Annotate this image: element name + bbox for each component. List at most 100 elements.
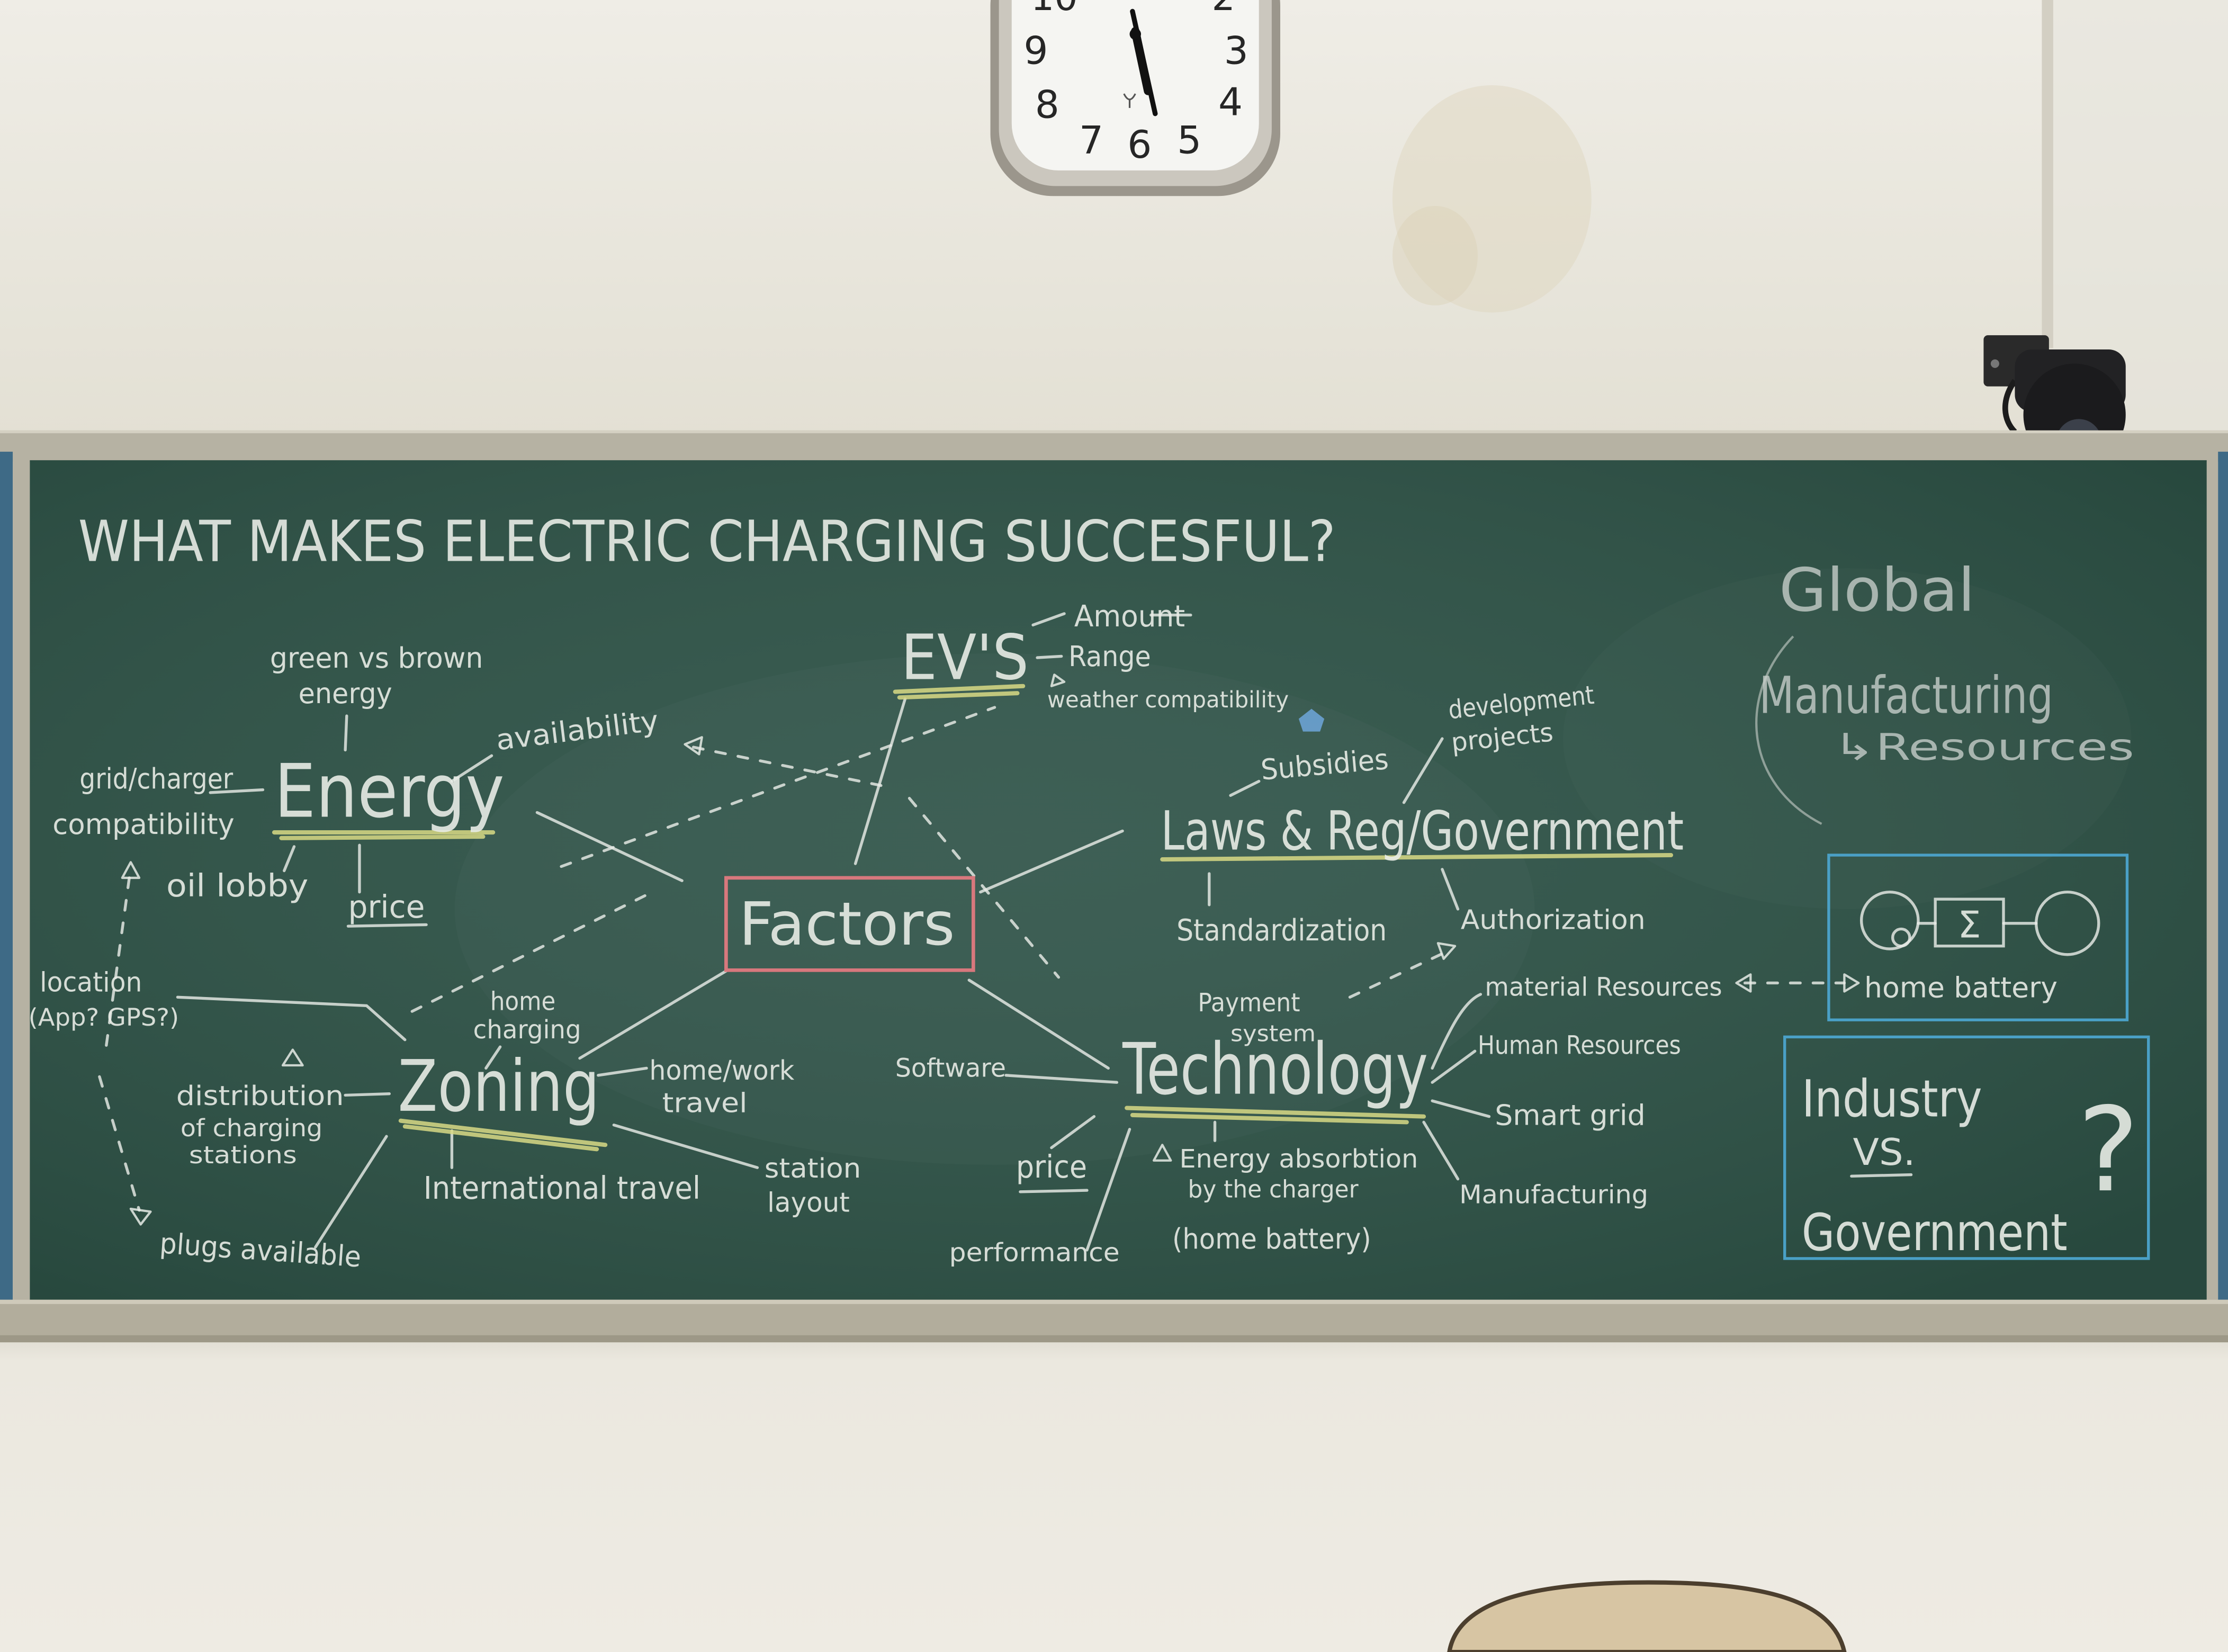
board-right-edge: [2206, 452, 2218, 1304]
tech-energy-absorption: Energy absorbtion: [1179, 1144, 1418, 1174]
zoning-home-work: home/work: [649, 1055, 794, 1087]
dashed-link: [560, 706, 996, 868]
dashed-link: [103, 876, 131, 1056]
connector-line: [535, 811, 684, 882]
clock-numeral: 9: [1023, 29, 1048, 74]
circuit-node-icon: [1859, 891, 1920, 950]
global-heading: Global: [1779, 555, 1975, 625]
global-resources: ↳Resources: [1833, 726, 2134, 769]
clock-numeral: 4: [1218, 80, 1243, 124]
zoning-home-charging: charging: [473, 1015, 581, 1045]
energy-green-vs-brown: green vs brown: [270, 641, 483, 675]
connector-line: [484, 1045, 502, 1070]
question-mark: ?: [2078, 1082, 2140, 1218]
tech-energy-absorption: (home battery): [1172, 1222, 1371, 1255]
connector-line: [1031, 612, 1066, 627]
tech-manufacturing: Manufacturing: [1459, 1180, 1648, 1209]
evs-amount: Amount: [1074, 599, 1185, 634]
zoning-distribution: distribution: [176, 1081, 344, 1112]
battery-symbol: Σ: [1958, 904, 1981, 947]
clock-numeral: 10: [1031, 0, 1078, 19]
laws-authorization: Authorization: [1461, 905, 1646, 936]
tech-performance: performance: [949, 1238, 1120, 1268]
circuit-block-icon: [1934, 897, 2005, 948]
board-top-rail: [0, 430, 2228, 462]
government-text: Government: [1802, 1202, 2068, 1262]
battery-label: home battery: [1864, 971, 2058, 1004]
zoning-station-layout: layout: [767, 1187, 850, 1218]
zoning-distribution: stations: [189, 1141, 297, 1169]
connector-line: [597, 1066, 648, 1077]
battery-box: [1827, 854, 2129, 1021]
zoning-location: location: [40, 967, 142, 999]
board-title: WHAT MAKES ELECTRIC CHARGING SUCCESFUL?: [78, 509, 1336, 575]
industry-box: [1783, 1035, 2150, 1260]
evs-range: Range: [1068, 640, 1151, 673]
connector-line: [1850, 1173, 1913, 1178]
underline-evs: [893, 684, 1026, 700]
connector-line: [1402, 737, 1444, 804]
connector-line: [209, 788, 265, 794]
clock-numeral: 8: [1035, 83, 1059, 128]
underline-laws: [1160, 852, 1674, 862]
tech-material-resources: material Resources: [1485, 973, 1722, 1002]
tech-payment-system: system: [1230, 1020, 1316, 1047]
connector-line: [578, 968, 729, 1060]
connector-line: [1431, 1099, 1491, 1118]
connector-line: [346, 923, 428, 928]
zoning-distribution: of charging: [181, 1114, 322, 1142]
connector-line: [979, 829, 1124, 894]
connector-line: [1431, 993, 1483, 1070]
board-left-edge: [0, 452, 13, 1304]
tech-energy-absorption: by the charger: [1188, 1175, 1359, 1204]
zoning-international-travel: International travel: [424, 1170, 700, 1206]
zoning-home-work: travel: [662, 1088, 748, 1119]
zoning-station-layout: station: [765, 1153, 861, 1184]
energy-grid-compat: compatibility: [52, 807, 235, 841]
connector-line: [344, 1092, 391, 1097]
arrowhead-icon: [121, 861, 141, 879]
node-underlines: [272, 684, 1674, 1152]
dashed-link: [1348, 950, 1448, 999]
factors-box: [724, 876, 975, 972]
global-circle-arc: [1755, 635, 1822, 825]
underline-energy: [272, 830, 496, 840]
circuit-node-icon: [2035, 891, 2100, 956]
connector-line: [1019, 1189, 1089, 1193]
wall-clock: 10 2 9 3 8 4 7 6 5: [990, 0, 1280, 196]
wall-pipe: [2042, 0, 2053, 348]
connector-line: [344, 714, 348, 752]
dashed-link: [908, 797, 1061, 979]
circuit-node-icon: [1891, 927, 1911, 948]
clock-center-cap: [1129, 28, 1141, 40]
clock-hour-hand: [1131, 26, 1153, 95]
zoning-home-charging: home: [490, 986, 555, 1016]
industry-text: Industry: [1802, 1069, 1982, 1129]
energy-grid-compat: grid/charger: [79, 762, 233, 795]
evs-weather: weather compatibility: [1047, 687, 1289, 713]
connector-lines: [98, 612, 1913, 1252]
clock-logo-icon: [1123, 93, 1136, 108]
chalk-tray: [0, 1299, 2228, 1340]
chair-back: [1447, 1580, 1847, 1652]
dashed-link: [691, 746, 883, 787]
energy-oil-lobby: oil lobby: [166, 867, 308, 904]
node-factors: Factors: [739, 889, 955, 959]
clock-numeral: 5: [1177, 119, 1201, 163]
underline-technology: [1125, 1106, 1426, 1125]
wall-stain: [1392, 205, 1478, 306]
connector-line: [1229, 779, 1261, 797]
connector-line: [967, 978, 1110, 1070]
connector-line: [1004, 1074, 1119, 1084]
connector-line: [1422, 1120, 1460, 1181]
connector-line: [1036, 654, 1063, 659]
node-laws: Laws & Reg/Government: [1161, 800, 1684, 863]
energy-green-vs-brown: energy: [299, 677, 392, 710]
global-manufacturing: Manufacturing: [1759, 666, 2053, 725]
arrowhead-icon: [684, 736, 703, 756]
connector-line: [1085, 1128, 1131, 1252]
node-evs: EV'S: [901, 621, 1029, 694]
tech-human-resources: Human Resources: [1478, 1031, 1681, 1061]
tech-software: Software: [895, 1054, 1006, 1083]
node-zoning: Zoning: [398, 1045, 599, 1128]
